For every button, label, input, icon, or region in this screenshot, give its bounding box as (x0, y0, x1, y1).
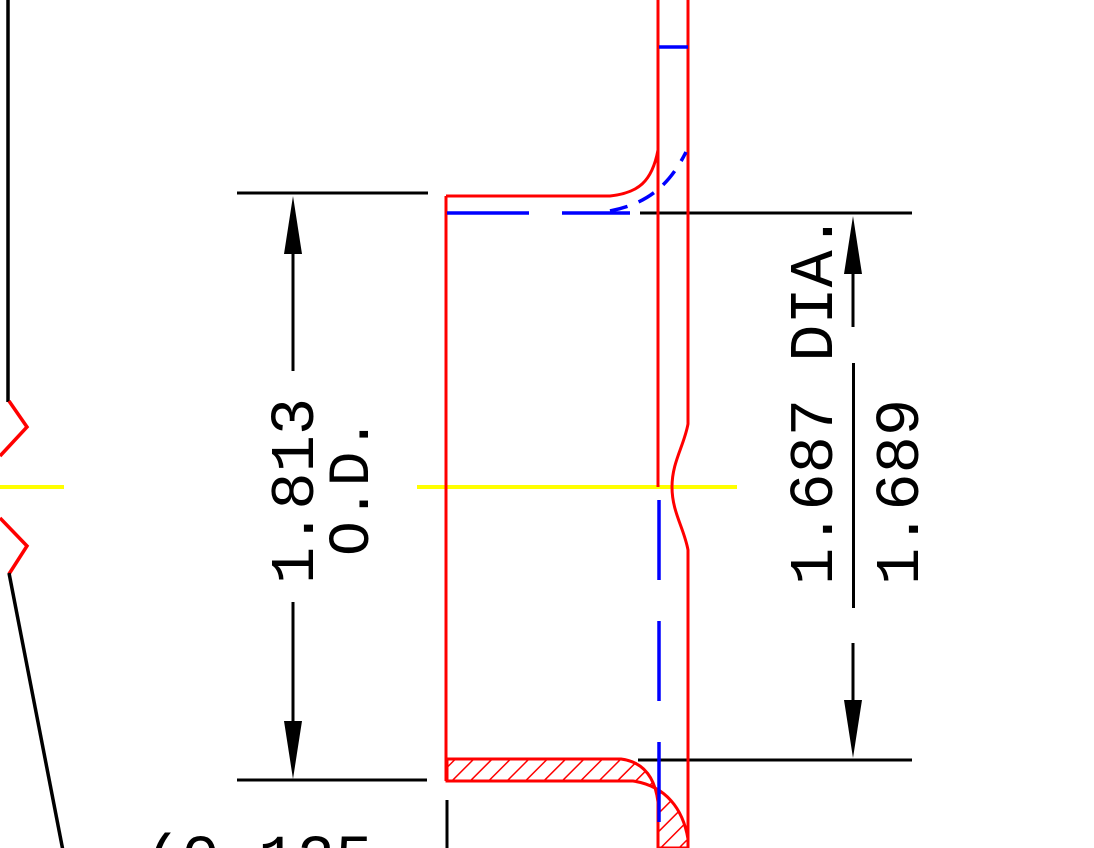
part-top-face-fillet[interactable] (446, 149, 660, 198)
bore-upper-label[interactable]: 1.687 DIA. (780, 213, 851, 585)
hidden-fillet-curve[interactable] (609, 151, 688, 213)
bore-arrow-up (844, 216, 862, 274)
extension-lines[interactable] (237, 191, 912, 848)
section-hatch-region[interactable] (445, 757, 690, 848)
od-arrow-up (284, 196, 302, 254)
adjacent-view-partial[interactable] (0, 0, 65, 848)
clipped-dimension-note[interactable]: (0.125 (143, 827, 373, 848)
adjacent-view-profile-lower[interactable] (0, 516, 30, 575)
bore-dimension[interactable]: 1.687 DIA. 1.689 (780, 213, 937, 758)
od-dimension[interactable]: 1.813 O.D. (261, 196, 386, 779)
adjacent-view-leader-line[interactable] (7, 572, 65, 848)
adjacent-view-profile-upper[interactable] (0, 400, 30, 458)
hidden-lines[interactable] (447, 45, 688, 822)
bore-arrow-down (844, 700, 862, 758)
od-value-label[interactable]: 1.813 (261, 398, 332, 584)
clipped-note-label[interactable]: (0.125 (143, 827, 373, 848)
part-outline[interactable] (444, 0, 690, 848)
part-hub-outer-line-with-bump[interactable] (670, 0, 690, 848)
od-arrow-down (284, 721, 302, 779)
bore-lower-label[interactable]: 1.689 (866, 399, 937, 585)
od-suffix-label[interactable]: O.D. (321, 417, 386, 556)
